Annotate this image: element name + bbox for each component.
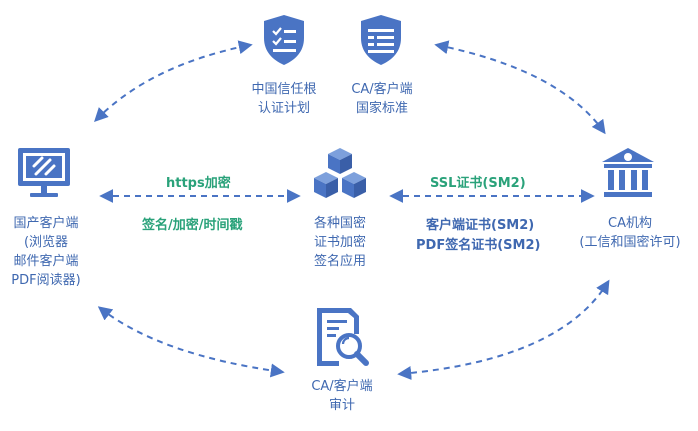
edge-label-pdf-cert: PDF签名证书(SM2) [416, 238, 541, 253]
edge-label-ssl-cert: SSL证书(SM2) [430, 176, 526, 191]
algorithms-label: 各种国密 证书加密 签名应用 [313, 216, 366, 269]
edge-client-to-rootprogram [94, 40, 253, 122]
national-standard-label: CA/客户端 国家标准 [351, 82, 413, 116]
edge-label-https: https加密 [166, 176, 231, 191]
domestic-client-label: 国产客户端 (浏览器 邮件客户端 PDF阅读器) [11, 216, 81, 288]
edge-label-client-cert: 客户端证书(SM2) [426, 218, 535, 233]
monitor-icon [18, 148, 70, 197]
shield-document-icon [361, 15, 401, 65]
edge-label-sign-encrypt: 签名/加密/时间戳 [142, 218, 243, 233]
audit-label: CA/客户端 审计 [311, 379, 373, 413]
edge-standard-to-ca [434, 40, 606, 135]
audit-magnifier-icon [317, 308, 369, 366]
bank-building-icon [602, 148, 654, 197]
cubes-icon [314, 148, 366, 198]
edge-audit-to-ca [397, 279, 610, 380]
ca-authority-label: CA机构 (工信和国密许可) [579, 216, 681, 250]
root-program-label: 中国信任根 认证计划 [251, 82, 317, 116]
shield-checklist-icon [264, 15, 304, 65]
edge-client-to-audit [97, 306, 285, 378]
